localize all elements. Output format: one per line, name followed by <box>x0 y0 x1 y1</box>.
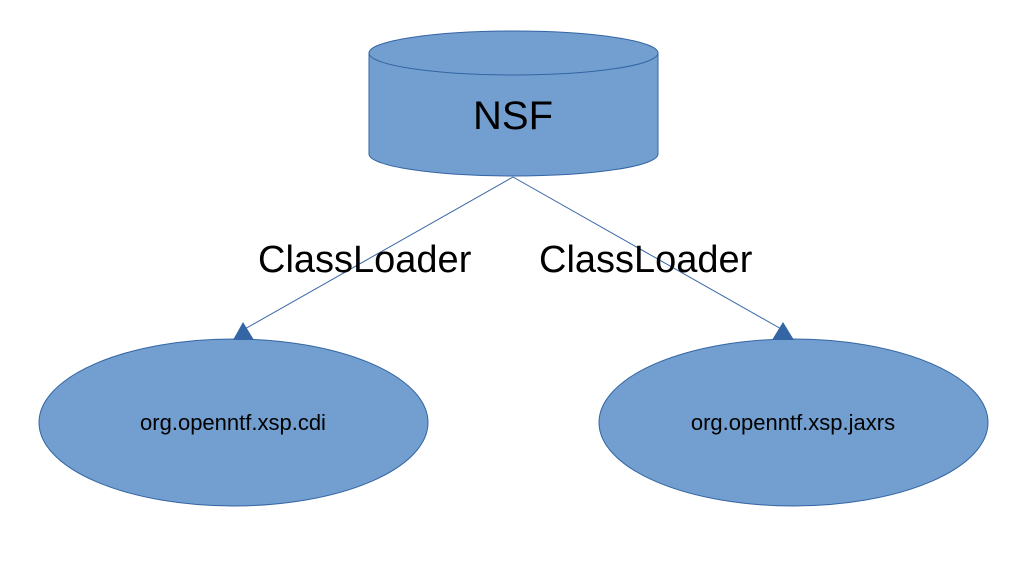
node-nsf-label: NSF <box>473 94 553 138</box>
node-jaxrs-label: org.openntf.xsp.jaxrs <box>691 410 895 435</box>
edge-label-nsf-jaxrs: ClassLoader <box>539 239 753 281</box>
ellipse-shape <box>38 338 429 507</box>
edge-label-nsf-cdi: ClassLoader <box>258 239 472 281</box>
node-cdi-label: org.openntf.xsp.cdi <box>140 410 326 435</box>
cylinder-body <box>368 53 659 177</box>
arrowhead-icon <box>233 322 254 340</box>
node-nsf-cylinder[interactable]: NSF <box>368 30 659 177</box>
ellipse-shape <box>598 338 989 507</box>
arrowhead-icon <box>772 322 794 340</box>
edge-line-nsf-cdi <box>242 176 514 331</box>
node-cdi-ellipse[interactable]: org.openntf.xsp.cdi <box>38 338 429 507</box>
cylinder-top <box>368 30 659 76</box>
node-jaxrs-ellipse[interactable]: org.openntf.xsp.jaxrs <box>598 338 989 507</box>
edge-line-nsf-jaxrs <box>512 176 784 331</box>
